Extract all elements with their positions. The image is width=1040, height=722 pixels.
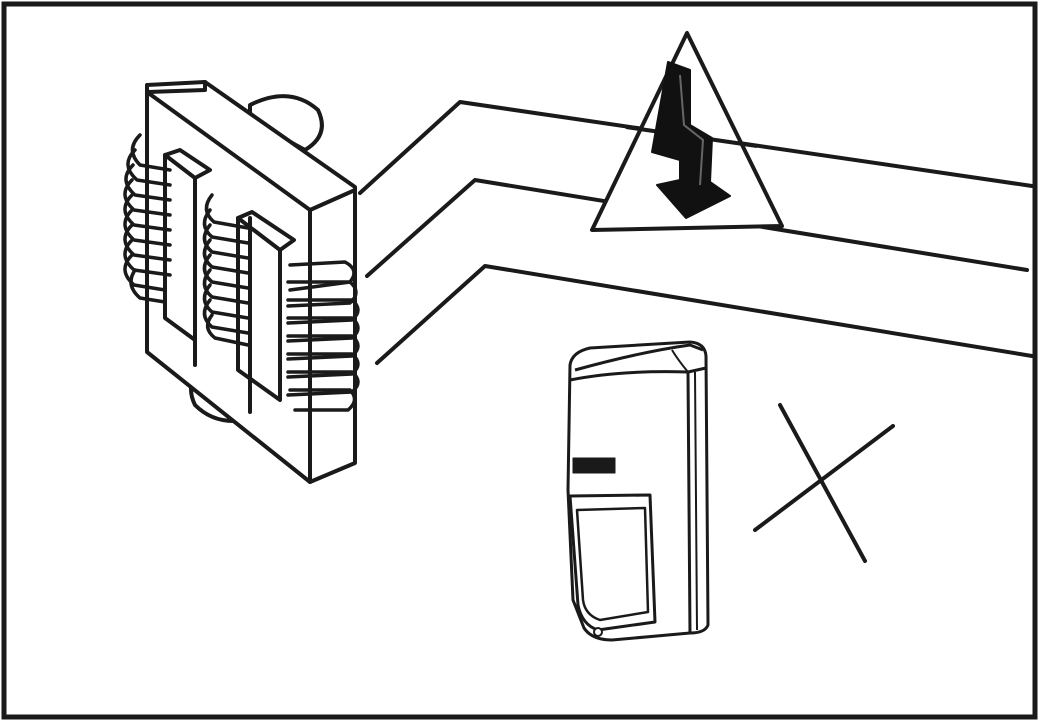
transformer-coil-right — [286, 260, 360, 412]
lightning-bolt-icon — [651, 61, 731, 219]
transformer-coil-left — [123, 133, 172, 304]
transformer-coil-center — [202, 193, 250, 347]
cross-mark-icon — [753, 403, 895, 563]
motion-detector-icon — [566, 340, 710, 642]
detector-sensor-strip — [572, 457, 616, 474]
transformer-core-window-right — [236, 216, 282, 402]
power-line-1 — [358, 100, 1034, 195]
power-line-3 — [375, 264, 1034, 365]
transformer-icon — [123, 80, 360, 484]
power-line-2 — [365, 178, 1029, 278]
high-voltage-warning-icon — [590, 31, 784, 232]
transformer-core-window-left — [163, 153, 197, 342]
power-line-icon — [358, 100, 1034, 365]
